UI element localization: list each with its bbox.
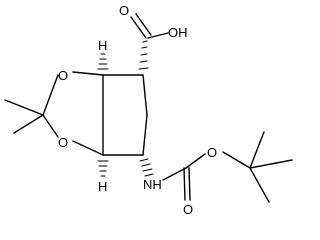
bond-c-cooh bbox=[147, 32, 169, 39]
atom-label-oh: OH bbox=[168, 25, 188, 40]
bond-nh-c bbox=[162, 167, 187, 181]
atom-label-o-carbamate-ether: O bbox=[207, 145, 217, 160]
atom-label-nh: NH bbox=[143, 177, 162, 192]
hash-bond-nh bbox=[139, 158, 154, 177]
bond-methyl-lower bbox=[13, 114, 44, 134]
atom-label-h-lower: H bbox=[98, 179, 107, 194]
bond-methyl-upper bbox=[4, 99, 44, 116]
bond-c-o-double-a bbox=[183, 167, 186, 201]
bond-c5-c6 bbox=[142, 114, 148, 156]
bond-co-double-b bbox=[135, 13, 152, 36]
hash-bond-h-lower bbox=[97, 160, 109, 177]
atom-label-o-lower: O bbox=[58, 135, 68, 150]
stereo-layer bbox=[97, 40, 154, 177]
bond-tbu-me2 bbox=[249, 159, 293, 169]
bond-c-o-double-b bbox=[188, 167, 191, 201]
bond-layer bbox=[4, 13, 293, 203]
bond-c4-c5 bbox=[142, 74, 148, 116]
hash-bond-h-upper bbox=[97, 53, 109, 70]
molecule-structure: O OH O O H H NH O O bbox=[4, 3, 293, 217]
hash-bond-cooh bbox=[138, 40, 149, 70]
atom-label-o-carbonyl-top: O bbox=[119, 3, 129, 18]
bond-tbu-me3 bbox=[249, 167, 270, 203]
atom-label-h-upper: H bbox=[98, 38, 107, 53]
atom-labels: O OH O O H H NH O O bbox=[58, 3, 217, 217]
bond-c-o-ether bbox=[185, 153, 206, 169]
bond-cme2-o-lower bbox=[42, 114, 59, 138]
bond-o-c6a bbox=[72, 140, 104, 156]
bond-c3a-o bbox=[72, 71, 104, 76]
bond-co-double-a bbox=[130, 16, 147, 39]
bond-tbu-me1 bbox=[249, 131, 265, 169]
atom-label-o-upper: O bbox=[58, 68, 68, 83]
bond-o-ctbu bbox=[222, 151, 251, 169]
atom-label-o-carbamate-carbonyl: O bbox=[183, 202, 193, 217]
bond-o-cme2-upper bbox=[42, 74, 59, 116]
